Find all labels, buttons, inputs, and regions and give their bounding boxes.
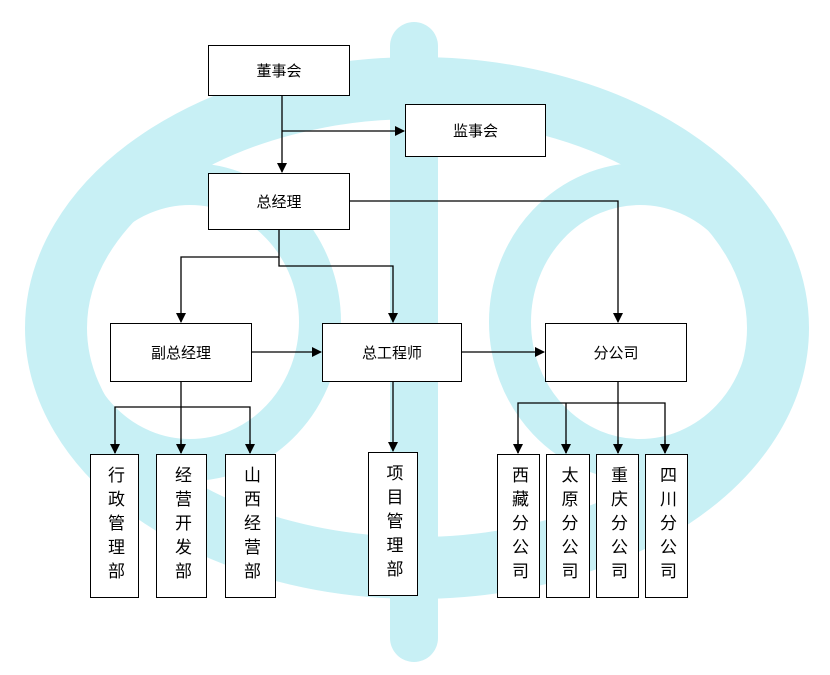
node-chongqing-branch: 重庆分公司 — [596, 454, 639, 598]
connector-gm-branches — [350, 200, 623, 323]
node-branches: 分公司 — [545, 323, 687, 382]
node-chief-engineer: 总工程师 — [322, 323, 462, 382]
node-shanxi-dept: 山西经营部 — [225, 454, 276, 598]
connector-branches-subs — [517, 382, 666, 453]
node-project-dept: 项目管理部 — [368, 452, 418, 596]
connector-gm-engineer — [278, 257, 398, 323]
node-business-dept: 经营开发部 — [156, 454, 207, 598]
node-board: 董事会 — [208, 45, 350, 96]
logo-inner-right-ring — [489, 163, 791, 481]
node-tibet-branch: 西藏分公司 — [497, 454, 540, 598]
node-deputy-gm: 副总经理 — [110, 323, 252, 382]
connectors — [110, 96, 670, 454]
node-sichuan-branch: 四川分公司 — [645, 454, 688, 598]
node-supervisors: 监事会 — [405, 104, 546, 157]
node-admin-dept: 行政管理部 — [90, 454, 139, 598]
node-gm: 总经理 — [208, 173, 350, 230]
node-taiyuan-branch: 太原分公司 — [546, 454, 590, 598]
connector-gm-deputy — [176, 230, 280, 323]
